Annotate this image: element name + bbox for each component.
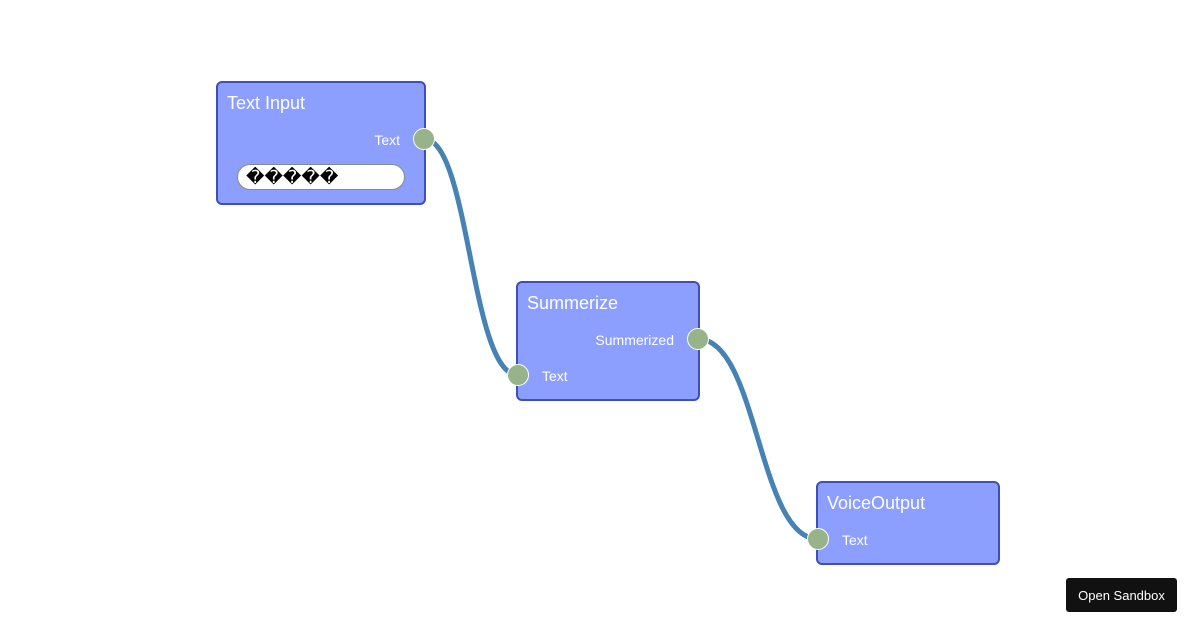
input-socket-text[interactable] — [507, 364, 529, 386]
output-socket-summerized[interactable] — [687, 328, 709, 350]
output-socket-text[interactable] — [413, 128, 435, 150]
input-label-text: Text — [842, 532, 868, 548]
input-socket-text[interactable] — [807, 528, 829, 550]
connection-summerize-to-voice-output[interactable] — [695, 336, 821, 542]
input-label-text: Text — [542, 368, 568, 384]
open-sandbox-button[interactable]: Open Sandbox — [1066, 578, 1177, 612]
node-voice-output[interactable]: VoiceOutput Text — [816, 481, 1000, 565]
node-text-input[interactable]: Text Input Text — [216, 81, 426, 205]
node-summerize[interactable]: Summerize Summerized Text — [516, 281, 700, 401]
output-label-text: Text — [374, 132, 400, 148]
node-title: Summerize — [527, 293, 619, 313]
text-input-field[interactable] — [237, 164, 405, 190]
output-label-summerized: Summerized — [595, 332, 674, 348]
node-title: VoiceOutput — [827, 493, 926, 513]
connection-text-input-to-summerize[interactable] — [421, 136, 521, 378]
node-title: Text Input — [227, 93, 306, 113]
